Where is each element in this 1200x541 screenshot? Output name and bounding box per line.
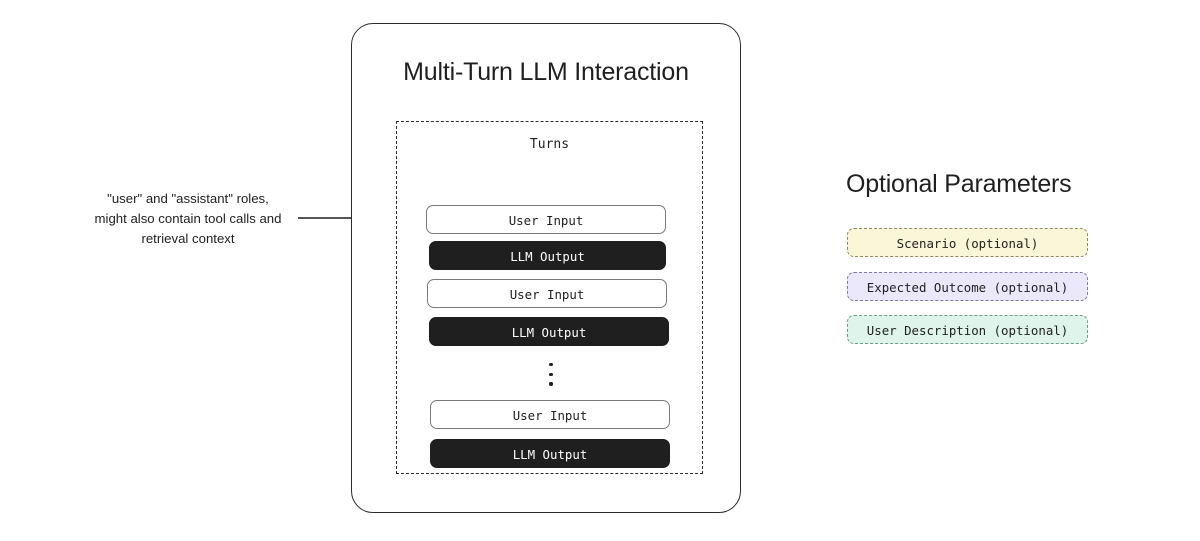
optional-param-user-description[interactable]: User Description (optional) bbox=[847, 315, 1088, 344]
turn-item-user-input-1[interactable]: User Input bbox=[426, 205, 666, 234]
turns-label: Turns bbox=[529, 137, 570, 152]
annotation-line-1: "user" and "assistant" roles, bbox=[107, 191, 269, 206]
turn-item-llm-output-3[interactable]: LLM Output bbox=[430, 439, 670, 468]
optional-param-expected-outcome[interactable]: Expected Outcome (optional) bbox=[847, 272, 1088, 301]
turns-container: Turns bbox=[396, 121, 703, 474]
vertical-ellipsis-icon bbox=[546, 363, 556, 391]
turn-item-llm-output-2[interactable]: LLM Output bbox=[429, 317, 669, 346]
optional-param-scenario[interactable]: Scenario (optional) bbox=[847, 228, 1088, 257]
annotation-note: "user" and "assistant" roles, might also… bbox=[72, 189, 304, 249]
turn-item-user-input-3[interactable]: User Input bbox=[430, 400, 670, 429]
card-title: Multi-Turn LLM Interaction bbox=[403, 58, 689, 86]
turn-item-llm-output-1[interactable]: LLM Output bbox=[429, 241, 666, 270]
optional-parameters-title: Optional Parameters bbox=[846, 170, 1072, 198]
annotation-line-3: retrieval context bbox=[141, 231, 235, 246]
multi-turn-interaction-card: Multi-Turn LLM Interaction Turns User In… bbox=[351, 23, 741, 513]
turn-item-user-input-2[interactable]: User Input bbox=[427, 279, 667, 308]
annotation-line-2: might also contain tool calls and bbox=[94, 211, 282, 226]
